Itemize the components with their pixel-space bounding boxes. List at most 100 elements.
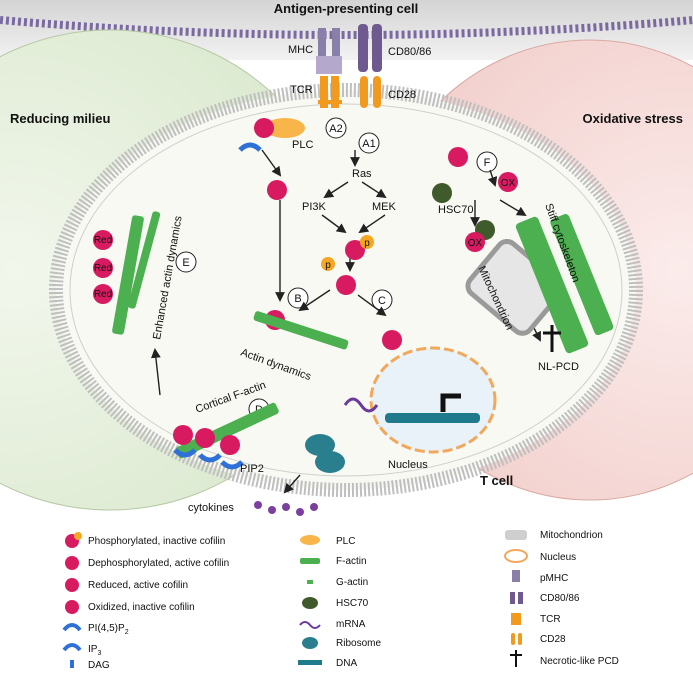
apc-title: Antigen-presenting cell <box>274 1 418 16</box>
svg-text:HSC70: HSC70 <box>336 598 369 609</box>
ribosome <box>305 434 345 473</box>
mitochondrion-icon <box>505 530 527 540</box>
cd28-receptor <box>360 76 381 108</box>
tcr-receptor <box>318 76 342 108</box>
t-cell-inner <box>69 103 623 477</box>
nucleus-label: Nucleus <box>388 459 428 471</box>
oxidized-cofilins <box>465 172 518 252</box>
svg-text:Dephosphorylated, active cofil: Dephosphorylated, active cofilin <box>88 558 229 569</box>
svg-text:DNA: DNA <box>336 658 357 669</box>
svg-text:mRNA: mRNA <box>336 619 366 630</box>
tcr-label: TCR <box>290 84 313 96</box>
g-actin-icon <box>307 580 313 584</box>
ras-label: Ras <box>352 168 372 180</box>
cofilin-plc-icon <box>254 118 274 138</box>
mhc-label: MHC <box>288 44 313 56</box>
svg-text:E: E <box>182 257 189 269</box>
tcr-icon <box>511 613 521 625</box>
mrna <box>343 397 379 413</box>
dagger-icon <box>543 325 561 352</box>
step-e: E <box>175 251 197 273</box>
mhc-receptor <box>316 28 342 74</box>
oxidized-cofilin-icon <box>65 600 79 614</box>
red-label-2: Red <box>94 263 112 274</box>
svg-text:CD28: CD28 <box>540 634 566 645</box>
svg-text:DAG: DAG <box>88 660 110 669</box>
cd8086-label: CD80/86 <box>388 46 431 58</box>
cytokine-dots <box>254 501 318 516</box>
plc-label: PLC <box>292 139 313 151</box>
svg-text:A1: A1 <box>362 138 375 150</box>
svg-text:Ribosome: Ribosome <box>336 638 381 649</box>
dagger-legend-icon <box>510 650 522 667</box>
svg-text:F: F <box>484 157 491 169</box>
pmhc-icon <box>512 570 520 582</box>
svg-text:Reduced, active cofilin: Reduced, active cofilin <box>88 580 188 591</box>
f-actin-icon <box>300 558 320 564</box>
enhanced-actin <box>112 211 161 335</box>
reducing-label: Reducing milieu <box>10 111 110 126</box>
svg-text:Phosphorylated, inactive cofil: Phosphorylated, inactive cofilin <box>88 536 225 547</box>
nucleus-icon <box>504 549 528 563</box>
mek-label: MEK <box>372 201 397 213</box>
red-label-1: Red <box>94 235 112 246</box>
phospho-cofilin: p <box>345 235 374 260</box>
cd8086-receptor <box>358 24 382 72</box>
svg-text:G-actin: G-actin <box>336 577 368 588</box>
stiff-cytoskeleton-actin <box>515 214 614 354</box>
transcription-arrow <box>440 393 461 412</box>
ip3-icon <box>238 142 262 152</box>
apc-membrane <box>0 16 693 39</box>
svg-text:p: p <box>325 260 331 271</box>
svg-text:F-actin: F-actin <box>336 556 367 567</box>
dna-icon <box>298 660 322 665</box>
ip3-icon <box>62 643 82 652</box>
step-a2: A2 <box>325 117 347 139</box>
ox-label-2: OX <box>468 238 483 249</box>
svg-text:PI(4,5)P2: PI(4,5)P2 <box>88 623 129 636</box>
oxidative-label: Oxidative stress <box>583 111 683 126</box>
hsc70-icon <box>302 597 318 609</box>
reduced-cofilins <box>93 230 113 304</box>
step-f: F <box>476 151 498 173</box>
t-cell-label: T cell <box>480 473 513 488</box>
pip2-label: PIP2 <box>240 463 264 475</box>
svg-text:B: B <box>294 293 301 305</box>
nlpcd-label: NL-PCD <box>538 361 579 373</box>
pip2-icon <box>62 623 82 632</box>
cd28-label: CD28 <box>388 89 416 101</box>
step-a1: A1 <box>358 132 380 154</box>
legend: Phosphorylated, inactive cofilin Dephosp… <box>62 530 619 671</box>
active-cofilin-icon <box>65 556 79 570</box>
actin-dynamics <box>253 311 349 350</box>
svg-text:Necrotic-like PCD: Necrotic-like PCD <box>540 656 619 667</box>
svg-text:C: C <box>378 295 386 307</box>
ox-label-1: OX <box>501 178 516 189</box>
pip2-cluster <box>173 425 244 470</box>
cytokines-label: cytokines <box>188 502 234 514</box>
svg-text:TCR: TCR <box>540 614 561 625</box>
step-b: B <box>287 287 309 309</box>
dna-strand <box>385 413 480 423</box>
mrna-icon <box>299 621 321 629</box>
svg-text:IP3: IP3 <box>88 644 101 657</box>
svg-text:PLC: PLC <box>336 536 355 547</box>
ribosome-icon <box>302 637 318 649</box>
svg-text:Oxidized, inactive cofilin: Oxidized, inactive cofilin <box>88 602 195 613</box>
plc-shape <box>265 118 305 138</box>
phospho-p-small: p <box>321 257 335 271</box>
svg-text:CD80/86: CD80/86 <box>540 593 580 604</box>
plc-icon <box>300 535 320 545</box>
dag-icon <box>70 660 74 668</box>
cd28-icon <box>511 633 515 645</box>
red-label-3: Red <box>94 289 112 300</box>
svg-text:Mitochondrion: Mitochondrion <box>540 530 603 541</box>
svg-text:p: p <box>364 238 370 249</box>
hsc70-label: HSC70 <box>438 204 473 216</box>
svg-text:A2: A2 <box>329 123 342 135</box>
pi3k-label: PI3K <box>302 201 327 213</box>
cd8086-icon <box>510 592 515 604</box>
svg-text:pMHC: pMHC <box>540 573 568 584</box>
